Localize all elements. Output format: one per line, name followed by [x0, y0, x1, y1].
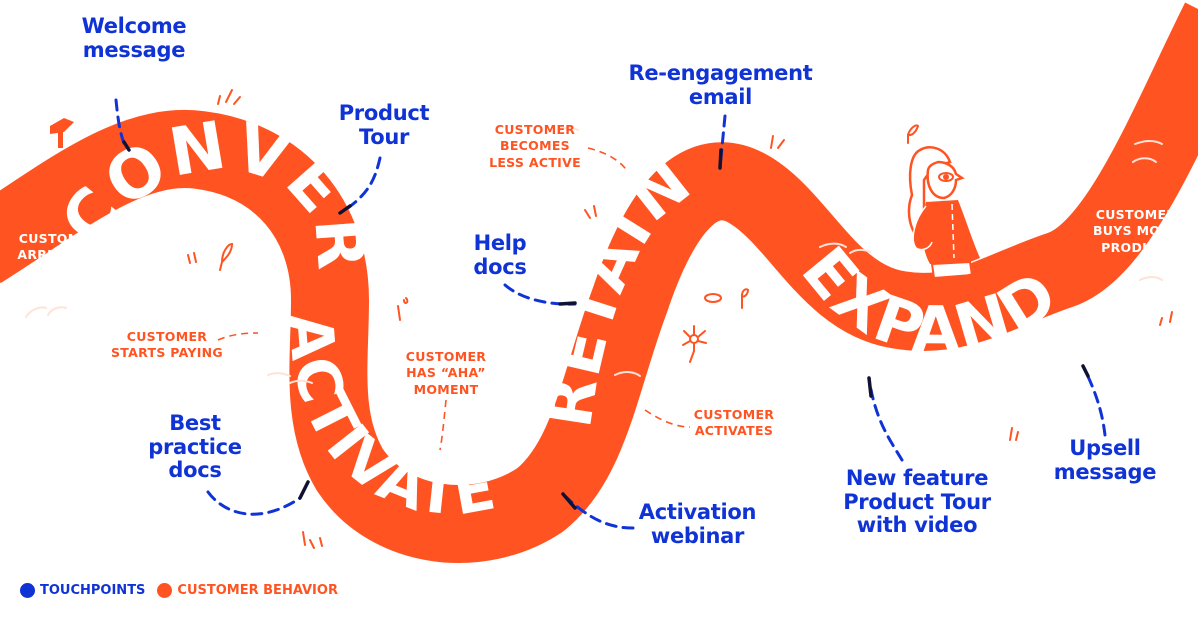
behavior-becomes-less-active: CUSTOMER BECOMES LESS ACTIVE [489, 122, 581, 170]
flower-icon [682, 325, 707, 363]
legend-customer-behavior-label: CUSTOMER BEHAVIOR [177, 583, 338, 598]
legend-customer-behavior: CUSTOMER BEHAVIOR [157, 583, 338, 598]
touchpoint-help-docs: Help docs [473, 231, 527, 279]
touchpoint-new-feature-product-tour: New feature Product Tour with video [843, 466, 991, 538]
behavior-starts-paying: CUSTOMER STARTS PAYING [111, 329, 223, 361]
behavior-buys-more-product: CUSTOMER BUYS MORE PRODUCT [1092, 207, 1179, 255]
behavior-activates: CUSTOMER ACTIVATES [693, 407, 775, 439]
behavior-connectors [217, 147, 691, 451]
leaf-icon [397, 124, 920, 321]
connector-aha-moment [439, 399, 447, 451]
connector-starts-paying [217, 332, 259, 341]
touchpoint-dot-icon [20, 583, 35, 598]
connector-welcome-message [114, 98, 128, 150]
touchpoint-reengagement-email: Re-engagement email [628, 61, 813, 109]
stage-activate: ACTIVATE [274, 311, 503, 530]
legend: TOUCHPOINTS CUSTOMER BEHAVIOR [20, 583, 344, 598]
touchpoint-best-practice-docs: Best practice docs [148, 411, 242, 483]
behavior-arrives-in-product: CUSTOMER ARRIVES IN PRODUCT [17, 231, 101, 279]
legend-touchpoints-label: TOUCHPOINTS [40, 583, 146, 598]
signpost-icon [50, 118, 74, 159]
road-texture-marks [25, 126, 1163, 384]
connector-help-docs [503, 283, 577, 306]
touchpoint-activation-webinar: Activation webinar [638, 500, 757, 548]
touchpoint-upsell-message: Upsell message [1053, 436, 1157, 484]
sprout-icon [187, 242, 234, 271]
connector-upsell-message [1081, 364, 1107, 437]
behavior-aha-moment: CUSTOMER HAS “AHA” MOMENT [405, 349, 487, 397]
connector-new-feature-tour [867, 376, 904, 462]
connector-best-practice-docs [206, 490, 302, 516]
grass-tufts [217, 89, 1173, 549]
connector-less-active [587, 147, 629, 173]
legend-touchpoints: TOUCHPOINTS [20, 583, 145, 598]
touchpoint-welcome-message: Welcome message [81, 14, 187, 62]
touchpoint-connectors [114, 98, 1107, 530]
touchpoint-product-tour: Product Tour [338, 101, 430, 149]
customer-behavior-dot-icon [157, 583, 173, 598]
connector-activates [644, 409, 691, 428]
person-walking-illustration [907, 146, 984, 296]
